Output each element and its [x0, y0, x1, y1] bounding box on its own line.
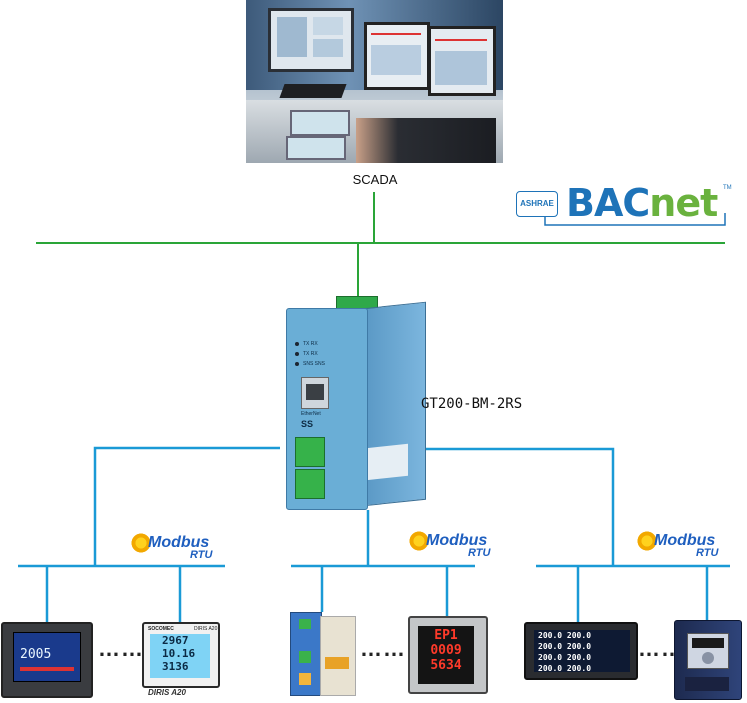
scada-panel-2	[286, 136, 346, 160]
ashrae-badge: ASHRAE	[516, 191, 558, 217]
device-din-module	[290, 612, 356, 696]
recorder-screen: 2005	[13, 632, 81, 682]
rs485-terminal-1	[295, 437, 325, 467]
ethernet-port	[301, 377, 329, 409]
rs485-left-line	[93, 446, 280, 566]
ethernet-label: EtherNet	[301, 411, 321, 417]
scada-monitor-right	[428, 26, 496, 96]
module-side	[320, 616, 356, 696]
bacnet-bracket	[544, 213, 726, 226]
device-led-meter: EP1 0009 5634	[408, 616, 488, 694]
bacnet-title-net: net	[649, 181, 718, 225]
device-recorder: 2005	[1, 622, 93, 698]
led-label-3: SNS SNS	[303, 361, 325, 367]
gateway-device: TX RX TX RX SNS SNS EtherNet SS	[284, 296, 426, 512]
scada-label: SCADA	[352, 172, 398, 187]
modbus-gear-icon	[636, 530, 658, 552]
device-multichannel-display: 200.0 200.0 200.0 200.0 200.0 200.0 200.…	[524, 622, 638, 680]
gateway-front-panel: TX RX TX RX SNS SNS EtherNet SS	[286, 308, 368, 510]
meter2-model: DIRIS A20	[194, 626, 218, 632]
ellipsis-center: ……	[360, 636, 406, 661]
meter2-brand: SOCOMEC	[148, 626, 174, 632]
gateway-model-label: GT200-BM-2RS	[421, 396, 523, 412]
scada-monitor-left	[364, 22, 430, 90]
display-grid: 200.0 200.0 200.0 200.0 200.0 200.0 200.…	[534, 630, 630, 673]
modbus-logo-center: Modbus RTU	[408, 528, 508, 564]
gateway-brand: SS	[301, 419, 314, 429]
modbus-logo-right: Modbus RTU	[636, 528, 736, 564]
scada-panel-1	[290, 110, 350, 136]
ellipsis-left: ……	[98, 636, 144, 661]
modbus-logo-left: Modbus RTU	[130, 530, 230, 566]
scada-wall-screen	[268, 8, 354, 72]
device-frequency-drive	[674, 620, 742, 700]
rs485-right-line	[425, 447, 615, 566]
module-blue-face	[290, 612, 322, 696]
rs485-terminal-2	[295, 469, 325, 499]
trademark-mark: TM	[723, 185, 732, 191]
bacnet-logo: ASHRAE BACnet TM	[516, 181, 732, 229]
gateway-side-label	[366, 443, 408, 481]
meter2-caption: DIRIS A20	[148, 688, 186, 697]
vfd-keypad	[687, 633, 729, 669]
led-meter-window: EP1 0009 5634	[418, 626, 474, 684]
status-leds	[295, 342, 299, 366]
meter2-screen: 2967 10.16 3136	[150, 634, 210, 678]
modbus-gear-icon	[130, 532, 152, 554]
scada-control-room-photo	[246, 0, 503, 163]
led-label-1: TX RX	[303, 341, 318, 347]
scada-keyboard	[279, 84, 347, 98]
bacnet-title-bac: BAC	[566, 181, 650, 225]
operator-hand	[356, 118, 496, 163]
led-label-2: TX RX	[303, 351, 318, 357]
modbus-gear-icon	[408, 530, 430, 552]
device-diris-meter: SOCOMEC DIRIS A20 2967 10.16 3136	[142, 622, 220, 688]
